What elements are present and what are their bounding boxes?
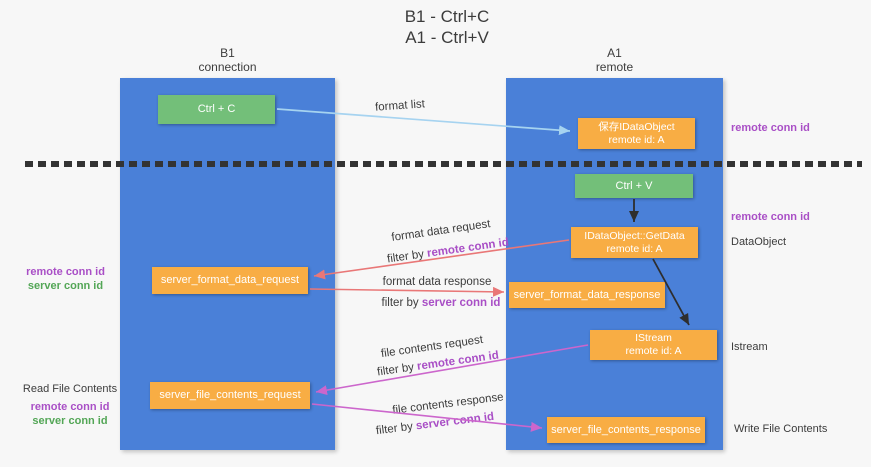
annotation-write-file-contents: Write File Contents	[734, 423, 828, 435]
lane-header-b1: B1 connection	[120, 46, 335, 74]
node-format-response-label: server_format_data_response	[513, 288, 661, 301]
annotation-file-conn-ids: remote conn id server conn id	[10, 401, 130, 428]
filter-by-text: filter by	[375, 420, 417, 438]
node-file-request-label: server_file_contents_request	[159, 389, 301, 401]
lane-a1-role: remote	[595, 60, 634, 74]
diagram-title: B1 - Ctrl+C A1 - Ctrl+V	[297, 6, 597, 48]
node-server-format-data-request: server_format_data_request	[152, 267, 308, 294]
node-file-response-label: server_file_contents_response	[551, 423, 701, 436]
node-save-idataobject: 保存IDataObject remote id: A	[578, 118, 695, 149]
server-conn-id-text: server conn id	[421, 297, 501, 309]
flow-label-format-response-filter: filter by server conn id	[382, 297, 501, 309]
lane-header-a1: A1 remote	[506, 46, 723, 74]
node-save-idataobject-line2: remote id: A	[608, 133, 665, 146]
format-list-text: format list	[374, 98, 426, 114]
filter-by-text: filter by	[386, 247, 428, 266]
lane-b1-name: B1	[220, 46, 235, 60]
node-server-file-contents-request: server_file_contents_request	[150, 382, 310, 409]
node-format-request-label: server_format_data_request	[160, 274, 300, 286]
node-save-idataobject-line1: 保存IDataObject	[598, 120, 675, 133]
node-ctrl-v: Ctrl + V	[575, 174, 693, 198]
annotation-istream: Istream	[731, 341, 768, 353]
remote-conn-id-text: remote conn id	[426, 236, 510, 260]
node-server-format-data-response: server_format_data_response	[509, 282, 665, 308]
flow-label-format-data-response: format data response	[383, 276, 492, 288]
lane-b1-role: connection	[198, 60, 257, 74]
node-istream: IStream remote id: A	[590, 330, 717, 360]
title-line-1: B1 - Ctrl+C	[404, 7, 490, 26]
flow-label-format-list: format list	[375, 98, 426, 113]
node-ctrl-c: Ctrl + C	[158, 95, 275, 124]
node-getdata-line2: remote id: A	[606, 242, 663, 255]
annotation-read-file-contents: Read File Contents	[10, 383, 130, 397]
filter-by-text: filter by	[381, 297, 422, 309]
node-istream-line1: IStream	[635, 332, 672, 344]
arrow-format-data-response	[309, 286, 505, 297]
annotation-remote-conn-id-file: remote conn id	[30, 401, 110, 413]
read-file-contents-text: Read File Contents	[22, 383, 118, 395]
title-line-2: A1 - Ctrl+V	[405, 28, 489, 47]
annotation-remote-conn-id-top: remote conn id	[731, 122, 810, 134]
annotation-dataobject: DataObject	[731, 236, 787, 248]
node-getdata-line1: IDataObject::GetData	[584, 229, 685, 242]
annotation-remote-conn-id-format: remote conn id	[26, 266, 105, 278]
node-idataobject-getdata: IDataObject::GetData remote id: A	[571, 227, 698, 258]
node-server-file-contents-response: server_file_contents_response	[547, 417, 705, 443]
node-ctrl-v-label: Ctrl + V	[615, 179, 653, 192]
annotation-format-conn-ids: remote conn id server conn id	[8, 266, 123, 293]
lane-a1-name: A1	[607, 46, 622, 60]
node-istream-line2: remote id: A	[625, 345, 682, 357]
server-conn-id-text: server conn id	[415, 410, 495, 433]
node-ctrl-c-label: Ctrl + C	[197, 103, 236, 115]
annotation-server-conn-id-file: server conn id	[32, 414, 108, 427]
annotation-server-conn-id-format: server conn id	[27, 279, 104, 292]
annotation-remote-conn-id-mid: remote conn id	[731, 211, 810, 223]
filter-by-text: filter by	[376, 360, 418, 379]
format-response-text: format data response	[382, 276, 492, 288]
